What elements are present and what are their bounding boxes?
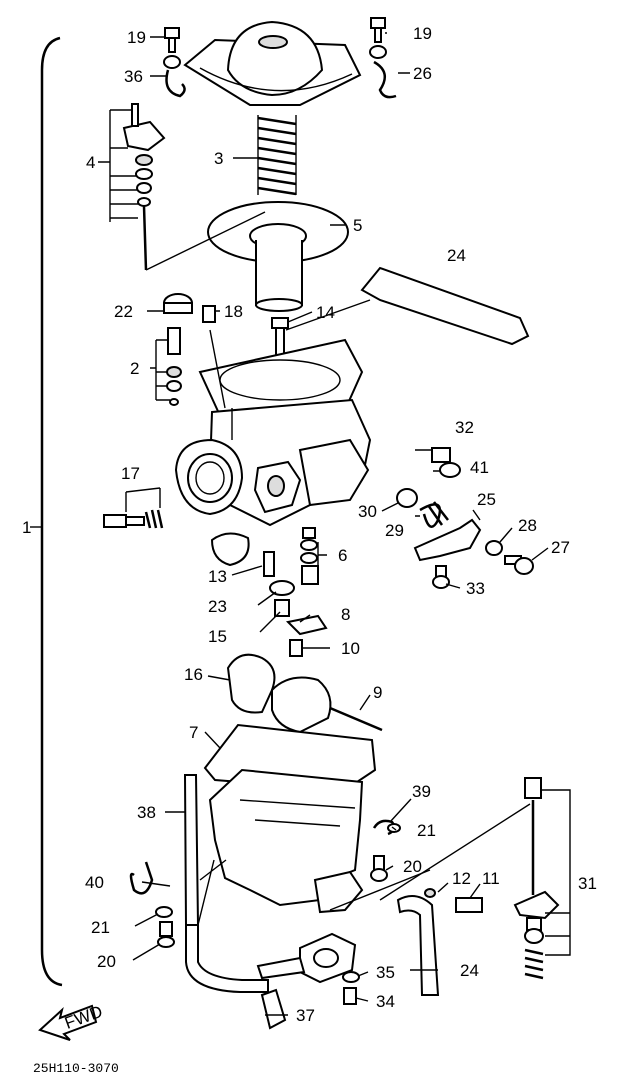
label-13: 13 [208,567,227,586]
pump-rod-assembly [513,777,560,980]
label-22: 22 [114,302,133,321]
assembly-bracket [40,36,63,987]
diaphragm-piston [207,201,349,312]
overflow-hose [183,774,200,926]
spring [257,115,297,196]
label-3: 3 [214,149,223,168]
needle-valve-parts [263,527,328,657]
label-7: 7 [189,723,198,742]
pilot-screw-set [166,327,182,406]
label-6: 6 [338,546,347,565]
drain-hose [185,924,269,993]
label-24a: 24 [447,246,466,265]
label-19b: 19 [413,24,432,43]
vent-hose-lower [396,895,440,996]
label-30: 30 [358,502,377,521]
label-10: 10 [341,639,360,658]
label-16: 16 [184,665,203,684]
jet-needle-set [122,103,266,271]
label-26: 26 [413,64,432,83]
label-34: 34 [376,992,395,1011]
float-bowl [208,768,364,914]
label-20b: 20 [403,857,422,876]
fwd-label: FWD [62,1002,105,1033]
vent-hose-upper [360,266,530,346]
label-5: 5 [353,216,362,235]
leader-lines [30,32,571,1016]
left-clamp-parts [129,861,175,948]
label-21b: 21 [417,821,436,840]
label-21a: 21 [91,918,110,937]
diagram-code: 25H110-3070 [33,1061,119,1076]
part-number-labels: 19 19 36 26 3 4 5 24 22 18 14 2 32 41 17… [22,24,597,1025]
fwd-arrow: FWD [38,1002,105,1041]
label-14: 14 [316,303,335,322]
drain-screw-parts [370,819,483,913]
label-28: 28 [518,516,537,535]
throttle-stop-screw [103,487,164,529]
label-12: 12 [452,869,471,888]
label-15: 15 [208,627,227,646]
label-39: 39 [412,782,431,801]
label-35: 35 [376,963,395,982]
label-41: 41 [470,458,489,477]
top-hardware [163,17,397,99]
label-23: 23 [208,597,227,616]
label-17: 17 [121,464,140,483]
label-19a: 19 [127,28,146,47]
throttle-linkage-parts [396,447,534,589]
label-29: 29 [385,521,404,540]
label-18: 18 [224,302,243,321]
label-9: 9 [373,683,382,702]
label-2: 2 [130,359,139,378]
label-4: 4 [86,153,95,172]
label-33: 33 [466,579,485,598]
label-8: 8 [341,605,350,624]
label-11: 11 [482,869,500,888]
label-24b: 24 [460,961,479,980]
label-38: 38 [137,803,156,822]
float-assembly [226,653,383,734]
label-20a: 20 [97,952,116,971]
top-cover [183,20,362,106]
label-32: 32 [455,418,474,437]
label-25: 25 [477,490,496,509]
carburetor-body [174,329,372,567]
label-31: 31 [578,874,597,893]
label-40: 40 [85,873,104,892]
accelerator-pump [256,932,360,1030]
label-36: 36 [124,67,143,86]
label-27: 27 [551,538,570,557]
label-37: 37 [296,1006,315,1025]
label-1: 1 [22,518,31,537]
